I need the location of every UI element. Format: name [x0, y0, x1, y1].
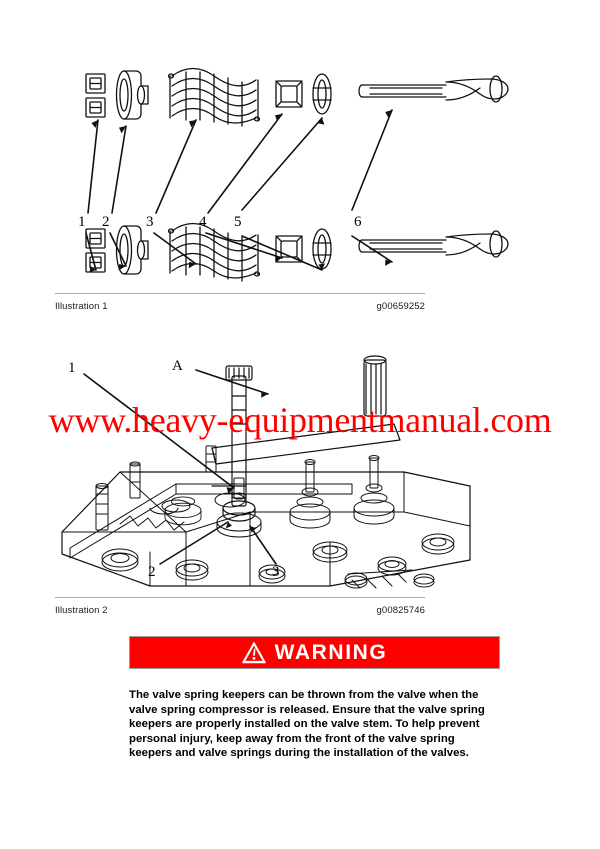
part-spring-top	[167, 67, 261, 127]
warning-body-text: The valve spring keepers can be thrown f…	[129, 689, 485, 760]
head-stud-group	[95, 445, 217, 531]
valve-spring-compressor-tool	[211, 355, 401, 522]
leader-arrowheads-figure-1	[89, 110, 392, 273]
bolt-boss-group	[101, 533, 455, 589]
illustration-2-figure: 1 A 2 3	[0, 336, 600, 598]
illustration-1-figure: 1 2 3 4 5 6	[0, 48, 600, 296]
part-spring-bottom	[167, 222, 261, 282]
port-group	[149, 492, 246, 515]
warning-block: WARNING The valve spring keepers can be …	[129, 636, 500, 761]
cylinder-head-body	[61, 471, 471, 587]
warning-title: WARNING	[274, 641, 388, 664]
camshaft-rail	[69, 483, 353, 559]
warning-banner: WARNING	[129, 636, 500, 669]
section-hatch	[347, 569, 413, 589]
callout-3: 3	[146, 214, 154, 230]
illustration-1-caption: Illustration 1 g00659252	[55, 293, 425, 312]
callout-figure2-A: A	[172, 358, 183, 374]
callout-figure2-3: 3	[272, 564, 280, 580]
compressed-valve-assembly	[216, 477, 262, 538]
leader-lines-figure-1	[85, 109, 393, 271]
warning-triangle-icon	[241, 641, 266, 663]
part-seat-bottom	[275, 235, 303, 263]
part-seal-top	[312, 73, 332, 115]
illustration-2-label: Illustration 2	[55, 605, 108, 616]
callout-figure2-1: 1	[68, 360, 76, 376]
valve-components-exploded-diagram: 1 2 3 4 5 6	[78, 67, 509, 282]
callout-4: 4	[199, 214, 207, 230]
illustration-1-label: Illustration 1	[55, 301, 108, 312]
illustration-1-code: g00659252	[376, 301, 425, 312]
illustration-2-code: g00825746	[376, 605, 425, 616]
cylinder-head-compressor-diagram: 1 A 2 3	[61, 355, 471, 589]
leader-arrowheads-figure-2	[225, 391, 268, 533]
callout-1: 1	[78, 214, 86, 230]
callout-figure2-2: 2	[148, 564, 156, 580]
callout-6: 6	[354, 214, 362, 230]
callout-5: 5	[234, 214, 242, 230]
part-retainer-top	[115, 70, 149, 120]
part-valve-top	[358, 75, 509, 103]
valve-spring-group	[164, 455, 395, 529]
callout-2: 2	[102, 214, 110, 230]
part-keepers-top	[85, 73, 106, 118]
illustration-2-caption: Illustration 2 g00825746	[55, 597, 425, 616]
part-valve-bottom	[358, 230, 509, 258]
part-seal-bottom	[312, 228, 332, 270]
leader-lines-figure-2	[83, 369, 277, 565]
part-seat-top	[275, 80, 303, 108]
